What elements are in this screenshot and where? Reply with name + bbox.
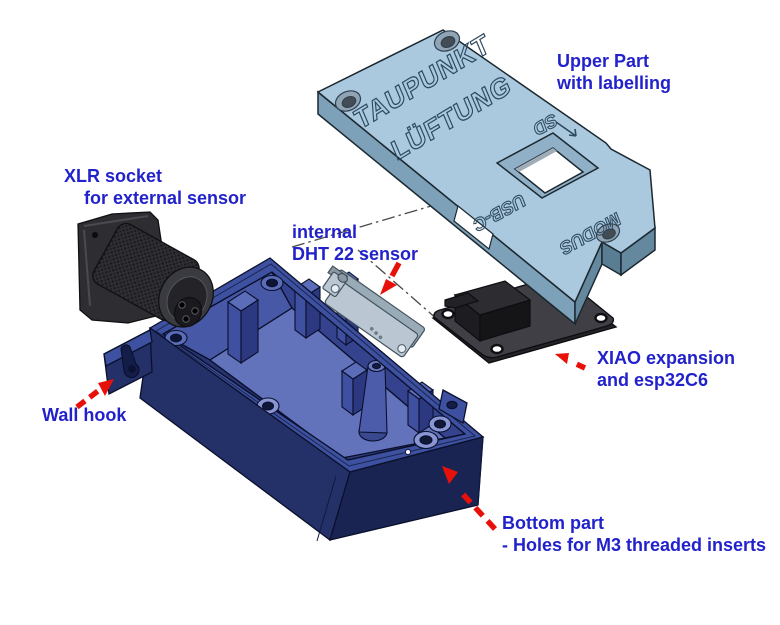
display-window	[495, 132, 600, 199]
xlr-pins	[178, 301, 199, 323]
window-thickness	[515, 148, 557, 172]
xiao-hole-3	[594, 312, 608, 324]
label-dht22-line2: DHT 22 sensor	[292, 244, 419, 264]
engraving-sd-arrow	[555, 121, 577, 137]
label-dht22: internal DHT 22 sensor	[292, 221, 418, 265]
label-dht22-line1: internal	[292, 222, 358, 242]
wall-hook-arrow	[75, 379, 114, 410]
xiao-arrow	[555, 353, 587, 371]
pillar-1	[227, 290, 259, 365]
label-wall-hook: Wall hook	[42, 404, 126, 426]
dht22-hole-2	[397, 344, 407, 354]
label-xiao-line1: XIAO expansion	[597, 348, 736, 368]
bottom-part-arrow	[442, 466, 498, 531]
usb-c-opening	[453, 204, 494, 251]
label-upper-part-line2: with labelling	[557, 73, 672, 93]
label-wall-hook-line1: Wall hook	[42, 405, 127, 425]
label-bottom-part-line1: Bottom part	[502, 513, 604, 533]
center-standoff	[358, 359, 388, 442]
window-hole	[513, 147, 585, 194]
xlr-flange-hole-1	[92, 232, 98, 238]
label-upper-part: Upper Part with labelling	[557, 50, 671, 94]
xlr-socket	[77, 211, 214, 328]
esp32-top-face	[453, 280, 532, 316]
screw-hole-top-center	[440, 36, 456, 48]
standoff-hole	[371, 362, 382, 370]
boss-front-hole	[419, 435, 433, 445]
axis-line-lid	[291, 203, 439, 248]
boss-left-mid-hole	[261, 401, 275, 411]
dht22-solder-dots	[369, 327, 383, 340]
lid-screw-holes	[334, 30, 621, 243]
screw-hole-left-center	[341, 96, 357, 108]
screw-hole-flap-center	[602, 228, 616, 240]
label-xlr-line2: for external sensor	[84, 188, 247, 208]
m3-insert-bosses	[164, 274, 452, 456]
label-bottom-part-line2: - Holes for M3 threaded inserts	[502, 535, 767, 555]
rim-groove	[155, 263, 477, 467]
dht22-sensor	[322, 265, 425, 358]
upper-lid: TAUPUNKT LÜFTUNG USB-C MODUS SD	[316, 27, 656, 326]
dht22-hole-1	[330, 283, 340, 294]
label-xiao-line2: and esp32C6	[597, 370, 709, 390]
keyhole-circle	[128, 365, 136, 373]
dht22-arrow	[380, 261, 402, 295]
wall-hook-flange	[103, 328, 153, 396]
boss-right-mid-hole	[433, 419, 447, 429]
lid-top-face	[316, 29, 656, 304]
bottom-enclosure	[103, 257, 485, 542]
xiao-hole-4	[490, 343, 504, 355]
boss-left-hole	[169, 333, 183, 343]
boss-back-hole	[265, 278, 279, 288]
usb-connector-nub	[444, 292, 480, 309]
floor-pilot-hole	[404, 448, 412, 456]
wall-chamfer-line	[316, 436, 484, 542]
annotation-arrows	[75, 261, 587, 531]
label-xlr-line1: XLR socket	[64, 166, 163, 186]
esp32-module	[444, 280, 532, 343]
label-xiao: XIAO expansion and esp32C6	[597, 347, 735, 391]
dht22-spacer	[337, 272, 348, 283]
xiao-hole-1	[441, 308, 455, 320]
label-xlr-socket: XLR socket for external sensor	[64, 165, 246, 209]
wall-hook-tab-right	[438, 389, 468, 425]
tab-hole	[446, 400, 458, 410]
label-upper-part-line1: Upper Part	[557, 51, 650, 71]
xlr-flange-highlight	[83, 215, 149, 307]
label-bottom-part: Bottom part - Holes for M3 threaded inse…	[502, 512, 766, 556]
